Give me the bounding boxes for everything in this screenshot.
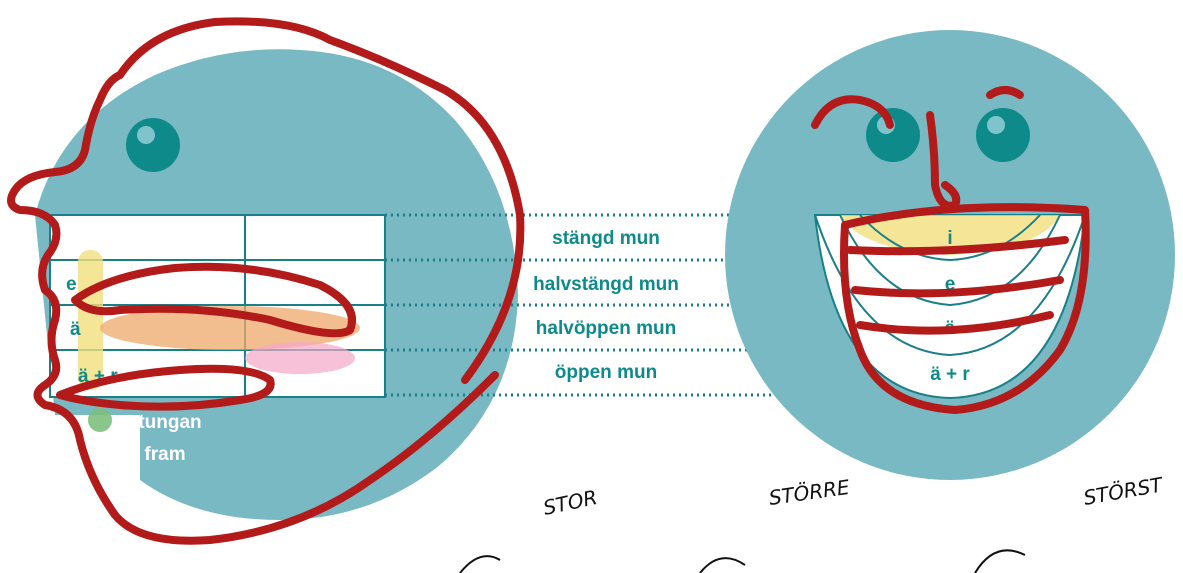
handwritten-word: STOR (541, 485, 599, 520)
handwritten-sketch (460, 550, 1025, 573)
handwritten-word: STÖRRE (767, 475, 851, 510)
side-eye (126, 118, 180, 172)
tongue-label: fram (144, 444, 185, 465)
mouth-level-label: halvstängd mun (533, 274, 679, 295)
tongue-label: tungan (138, 412, 201, 433)
mouth-level-label: öppen mun (555, 362, 657, 383)
tongue-highlight-green (88, 408, 112, 432)
mouth-level-label: halvöppen mun (536, 318, 676, 339)
handwritten-words: STOR STÖRRE STÖRST (460, 472, 1166, 573)
front-eye-right-highlight (987, 116, 1005, 134)
side-row-label: e (66, 274, 77, 295)
front-eye-left (866, 108, 920, 162)
front-vowel-label: ä + r (930, 364, 970, 385)
side-eye-highlight (137, 126, 155, 144)
handwritten-word: STÖRST (1082, 472, 1166, 510)
front-eye-right (976, 108, 1030, 162)
front-vowel-label: i (947, 228, 952, 249)
mouth-level-label: stängd mun (552, 228, 660, 249)
side-row-label: ä (70, 319, 81, 340)
tongue-highlight-pink (245, 342, 355, 374)
